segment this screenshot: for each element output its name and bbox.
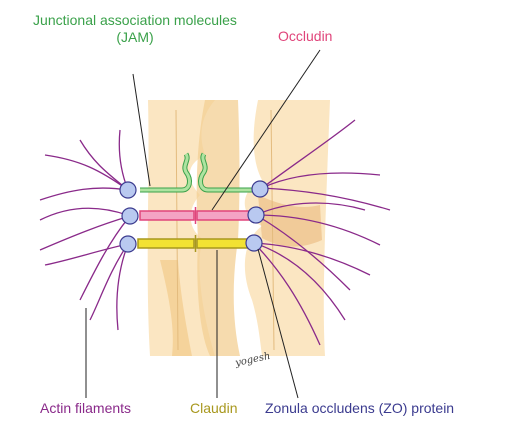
zo-leader-line [257,248,299,399]
jam-strand-right-inner [199,153,252,192]
claudin-left [137,238,195,249]
zo-protein-label: Zonula occludens (ZO) protein [265,400,455,416]
occludin-label: Occludin [278,28,333,44]
actin-filament [253,242,321,346]
zo-protein [251,180,269,198]
zo-proteins [119,180,269,253]
actin-filament [118,129,129,191]
actin-filament [261,172,381,189]
actin-filament [261,119,356,189]
occludin-right [196,210,254,221]
actin-filament [39,215,131,251]
jam-leader-line [132,73,151,187]
leader-lines [85,49,321,399]
actin-filament [116,243,129,331]
actin-filaments-label: Actin filaments [40,400,132,416]
jam-strand-left-inner [140,153,191,192]
actin-filament [39,207,131,221]
occludin-leader-line [211,49,321,211]
jam-label: Junctional association molecules (JAM) [33,12,237,45]
actin-filament [39,187,129,201]
actin-filaments [39,119,391,346]
cell-membrane-background [147,100,330,356]
zo-protein [247,206,265,224]
actin-filament [79,215,131,301]
claudin-label: Claudin [190,400,238,416]
zo-protein [121,207,139,225]
actin-filament [255,214,381,246]
claudin-right [196,238,252,249]
membrane-edge-line [175,109,179,351]
zo-protein [119,181,137,199]
membrane-shadow-left [160,260,192,356]
jam-strands [140,152,252,193]
actin-filament [89,243,129,321]
zo-protein [119,235,137,253]
actin-filament [253,242,371,276]
actin-filament [253,242,346,321]
intercellular-space [196,100,240,356]
actin-filament [261,187,391,211]
zo-protein [245,234,263,252]
membrane-edge-line [270,109,275,351]
occludin-left [139,210,195,221]
actin-filament [255,214,351,291]
actin-filament [44,154,129,191]
actin-filament [44,243,129,266]
actin-filament [255,202,366,216]
